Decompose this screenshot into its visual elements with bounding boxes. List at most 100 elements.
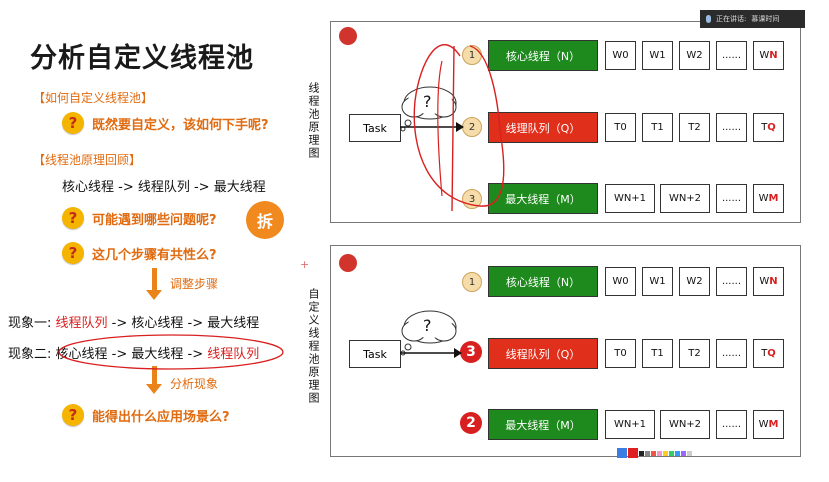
bottom-row2-cell: T2 bbox=[679, 339, 710, 368]
bottom-row1-cell: ...... bbox=[716, 267, 747, 296]
question-icon: ? bbox=[62, 207, 84, 229]
speaker-name: 慕课时间 bbox=[751, 15, 780, 23]
color-swatch-gray[interactable] bbox=[645, 450, 650, 456]
bottom-row2-cell: ...... bbox=[716, 339, 747, 368]
color-swatch-orange[interactable] bbox=[651, 450, 656, 456]
bottom-row2-cell: T1 bbox=[642, 339, 673, 368]
top-core-threads: 核心线程（N） bbox=[488, 40, 598, 71]
question-icon: ? bbox=[62, 242, 84, 264]
phenomenon-2-main: 核心线程 -> 最大线程 -> bbox=[55, 347, 208, 362]
cell-prefix: W bbox=[759, 50, 770, 61]
annotation-ellipse bbox=[58, 334, 284, 370]
plus-icon: + bbox=[300, 258, 310, 271]
question-2-text: 可能遇到哪些问题呢? bbox=[92, 212, 217, 228]
question-1-text: 既然要自定义，该如何下手呢? bbox=[92, 117, 269, 133]
bottom-row2-number: 3 bbox=[460, 341, 482, 363]
analyze-label: 分析现象 bbox=[170, 377, 219, 391]
question-4: ? 能得出什么应用场景么? bbox=[62, 404, 230, 426]
cell-suffix: M bbox=[768, 419, 779, 430]
cell-prefix: W bbox=[758, 419, 769, 430]
bottom-core-threads: 核心线程（N） bbox=[488, 266, 598, 297]
thought-cloud-icon bbox=[400, 310, 457, 356]
phenomenon-1-highlight: 线程队列 bbox=[55, 316, 108, 331]
color-swatch-pink[interactable] bbox=[657, 450, 662, 456]
question-icon: ? bbox=[62, 112, 84, 134]
cell-prefix: W bbox=[759, 276, 770, 287]
bottom-row3-cell: WN+1 bbox=[605, 410, 655, 439]
top-task-box: Task bbox=[349, 114, 401, 142]
phenomenon-2-prefix: 现象二: bbox=[8, 347, 52, 362]
bottom-cloud-question: ? bbox=[423, 316, 432, 335]
question-icon: ? bbox=[62, 404, 84, 426]
top-row1-cell: W1 bbox=[642, 41, 673, 70]
cell-suffix: N bbox=[769, 50, 778, 61]
top-row2-cell: T2 bbox=[679, 113, 710, 142]
phenomenon-2: 现象二: 核心线程 -> 最大线程 -> 线程队列 bbox=[8, 343, 259, 362]
top-row3-cell: WN+1 bbox=[605, 184, 655, 213]
bottom-row1-cell: W2 bbox=[679, 267, 710, 296]
top-cloud-question: ? bbox=[423, 92, 432, 111]
color-swatch-blue[interactable] bbox=[617, 448, 627, 458]
bottom-row1-cell: W1 bbox=[642, 267, 673, 296]
cell-prefix: W bbox=[758, 193, 769, 204]
top-row2-cell: T1 bbox=[642, 113, 673, 142]
cell-suffix: Q bbox=[767, 122, 776, 133]
top-row1-cell: W0 bbox=[605, 41, 636, 70]
cell-prefix: T bbox=[761, 122, 768, 133]
bottom-row3-cell: WN+2 bbox=[660, 410, 710, 439]
bottom-thread-queue: 线程队列（Q） bbox=[488, 338, 598, 369]
cell-prefix: T bbox=[761, 348, 768, 359]
cell-suffix: N bbox=[769, 276, 778, 287]
bottom-row3-cell: ...... bbox=[716, 410, 747, 439]
bottom-row1-cell: W0 bbox=[605, 267, 636, 296]
bottom-max-threads: 最大线程（M） bbox=[488, 409, 598, 440]
color-swatch-yellow[interactable] bbox=[663, 450, 668, 456]
bottom-task-box: Task bbox=[349, 340, 401, 368]
adjust-label: 调整步骤 bbox=[170, 277, 219, 291]
cell-suffix: M bbox=[768, 193, 779, 204]
page-title: 分析自定义线程池 bbox=[30, 43, 254, 74]
question-3: ? 这几个步骤有共性么? bbox=[62, 242, 217, 264]
color-swatch-red[interactable] bbox=[628, 448, 638, 458]
microphone-icon bbox=[706, 15, 711, 23]
top-row2-cell: ...... bbox=[716, 113, 747, 142]
phenomenon-1: 现象一: 线程队列 -> 核心线程 -> 最大线程 bbox=[8, 312, 259, 331]
phenomenon-2-highlight: 线程队列 bbox=[207, 347, 260, 362]
phenomenon-1-rest: -> 核心线程 -> 最大线程 bbox=[107, 316, 260, 331]
cell-suffix: Q bbox=[767, 348, 776, 359]
bottom-row1-number: 1 bbox=[462, 272, 482, 292]
top-row1-cell: W2 bbox=[679, 41, 710, 70]
annotation-toolbar[interactable] bbox=[617, 448, 692, 458]
bottom-row2-cell: T0 bbox=[605, 339, 636, 368]
flow-text: 核心线程 -> 线程队列 -> 最大线程 bbox=[62, 180, 266, 195]
speaker-overlay: 正在讲话: 慕课时间 bbox=[700, 10, 805, 28]
bottom-vertical-label: 自定义线程池原理图 bbox=[307, 288, 320, 405]
color-swatch-black[interactable] bbox=[639, 450, 644, 456]
top-thread-queue: 线理队列（Q） bbox=[488, 112, 598, 143]
section-how-customize: 【如何自定义线程池】 bbox=[33, 91, 154, 105]
top-row3-cell: ...... bbox=[716, 184, 747, 213]
section-review: 【线程池原理回顾】 bbox=[33, 153, 142, 167]
color-swatch-cyan[interactable] bbox=[675, 450, 680, 456]
bottom-row3-number: 2 bbox=[460, 412, 482, 434]
down-arrow-icon bbox=[146, 268, 162, 300]
question-2: ? 可能遇到哪些问题呢? bbox=[62, 207, 217, 229]
color-swatch-light[interactable] bbox=[687, 450, 692, 456]
chai-badge: 拆 bbox=[246, 201, 284, 239]
question-3-text: 这几个步骤有共性么? bbox=[92, 247, 217, 263]
phenomenon-1-prefix: 现象一: bbox=[8, 316, 52, 331]
top-diagram-lines bbox=[400, 44, 505, 212]
top-vertical-label: 线程池原理图 bbox=[307, 82, 320, 160]
down-arrow-icon bbox=[146, 366, 162, 394]
bottom-diagram-lines bbox=[400, 310, 462, 358]
color-swatch-green[interactable] bbox=[669, 450, 674, 456]
top-max-threads: 最大线程（M） bbox=[488, 183, 598, 214]
top-row2-cell: T0 bbox=[605, 113, 636, 142]
color-swatch-purple[interactable] bbox=[681, 450, 686, 456]
record-icon bbox=[339, 254, 357, 272]
